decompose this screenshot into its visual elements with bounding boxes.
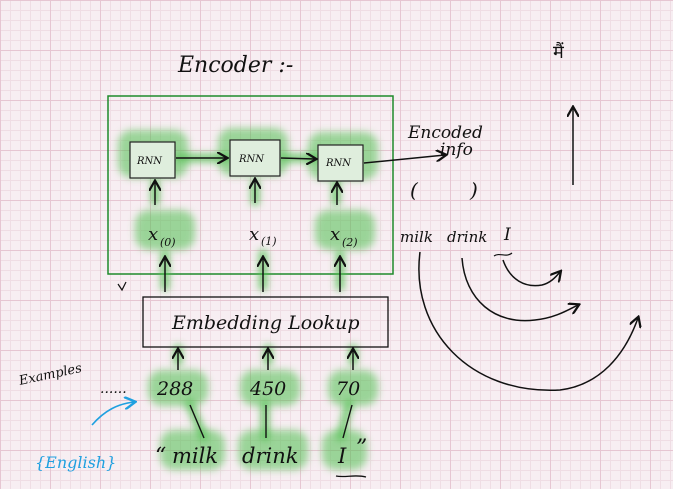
rnn-cell-label: RNN xyxy=(325,158,352,169)
sentence-word-0: milk xyxy=(172,444,218,468)
examples-ellipsis: ...... xyxy=(100,381,127,397)
input-subscript: (1) xyxy=(261,235,277,248)
tick-mark xyxy=(117,281,127,292)
token-id-0: 288 xyxy=(156,378,193,400)
token-id-2: 70 xyxy=(336,378,360,400)
input-subscript: (0) xyxy=(160,236,176,249)
input-var: x xyxy=(330,224,340,245)
bracket-right: ) xyxy=(469,178,478,202)
input-x2: x (2) xyxy=(330,224,358,249)
rnn-cell-2: RNN xyxy=(317,144,364,182)
encoder-box xyxy=(107,95,394,275)
rnn-cell-label: RNN xyxy=(136,156,163,167)
embedding-lookup-label: Embedding Lookup xyxy=(171,312,360,334)
input-x0: x (0) xyxy=(148,224,176,249)
underline-squiggle xyxy=(335,475,367,478)
input-arrows xyxy=(155,180,337,205)
reorder-arrows xyxy=(418,251,638,391)
input-var: x xyxy=(148,224,158,245)
encoded-info-line2: info xyxy=(440,140,473,160)
token-squiggle xyxy=(493,252,513,257)
corner-mark: मैं xyxy=(553,41,565,63)
bracket-left: ( xyxy=(410,178,419,202)
word-to-id-lines xyxy=(189,404,353,439)
token-id-1: 450 xyxy=(249,378,286,400)
input-var: x xyxy=(249,224,259,245)
input-subscript: (2) xyxy=(342,236,358,249)
rnn-cell-label: RNN xyxy=(238,154,265,165)
recurrent-arrows xyxy=(176,155,445,163)
sentence-word-2: I xyxy=(337,444,347,468)
rnn-cell-1: RNN xyxy=(229,139,281,177)
reversed-token-2: I xyxy=(503,225,511,245)
reversed-token-0: milk xyxy=(400,228,433,246)
encoded-info-line1: Encoded xyxy=(407,123,483,143)
input-x1: x (1) xyxy=(249,224,277,248)
reversed-token-1: drink xyxy=(447,228,487,246)
diagram-title: Encoder :- xyxy=(177,53,293,78)
sentence-close-quote: ” xyxy=(356,436,367,461)
language-label: {English} xyxy=(35,453,116,472)
token-to-embedding-arrows xyxy=(178,350,353,370)
blue-curved-arrow xyxy=(91,402,134,426)
examples-label: Examples xyxy=(17,361,84,389)
sentence-word-1: drink xyxy=(242,444,298,468)
embedding-to-x-arrows xyxy=(165,258,340,292)
rnn-cell-0: RNN xyxy=(129,141,176,179)
sentence-open-quote: “ xyxy=(155,444,166,469)
